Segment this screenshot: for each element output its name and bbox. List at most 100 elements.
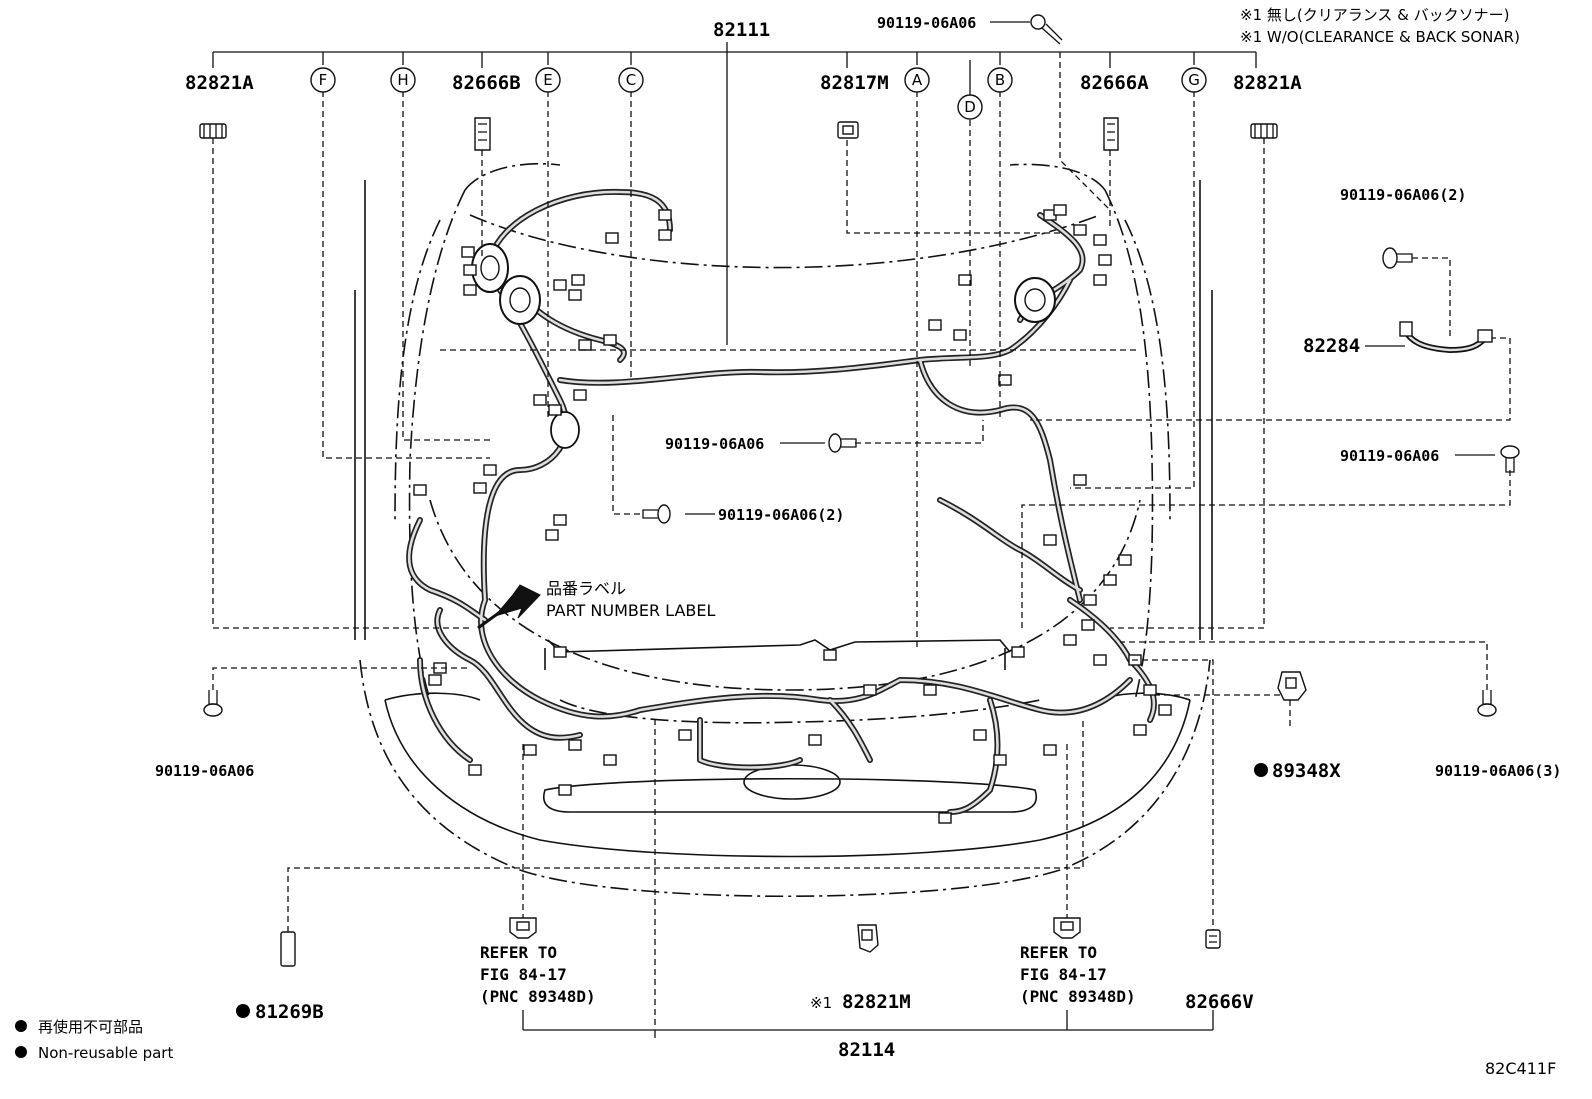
harness-connector-icon bbox=[548, 404, 562, 416]
svg-text:FIG 84-17: FIG 84-17 bbox=[1020, 965, 1107, 984]
callout-e: E bbox=[535, 67, 561, 93]
svg-text:F: F bbox=[319, 71, 328, 89]
harness-connector-icon bbox=[603, 334, 617, 346]
note-en: ※1 W/O(CLEARANCE & BACK SONAR) bbox=[1240, 28, 1520, 46]
svg-text:82821M: 82821M bbox=[842, 991, 911, 1013]
svg-text:B: B bbox=[995, 71, 1005, 89]
harness-connector-icon bbox=[468, 764, 482, 776]
part-82817m: 82817M bbox=[820, 72, 889, 94]
part-number-label-arrow-icon bbox=[477, 584, 541, 630]
svg-text:G: G bbox=[1188, 71, 1200, 89]
svg-text:C: C bbox=[626, 71, 636, 89]
harness-connector-icon bbox=[413, 484, 427, 496]
harness-connector-icon bbox=[568, 289, 582, 301]
clip-82666b-icon bbox=[474, 117, 491, 151]
harness-connector-icon bbox=[523, 744, 537, 756]
harness-connector-icon bbox=[573, 389, 587, 401]
svg-text:D: D bbox=[964, 98, 976, 116]
part-symbols bbox=[199, 14, 1520, 967]
bolt-left-lower-icon bbox=[203, 690, 223, 717]
harness-connector-icon bbox=[558, 784, 572, 796]
harness-connector-icon bbox=[863, 684, 877, 696]
bolt-left-lower-label: 90119-06A06 bbox=[155, 762, 254, 780]
part-81269b: 81269B bbox=[236, 1001, 324, 1023]
harness-connector-icon bbox=[473, 482, 487, 494]
harness-connector-icon bbox=[1098, 254, 1112, 266]
harness-connector-icon bbox=[1063, 634, 1077, 646]
harness-connector-icon bbox=[553, 514, 567, 526]
callout-a: A bbox=[904, 67, 930, 93]
svg-text:REFER TO: REFER TO bbox=[1020, 943, 1097, 962]
svg-text:(PNC 89348D): (PNC 89348D) bbox=[1020, 987, 1136, 1006]
part-number-label-jp: 品番ラベル bbox=[546, 579, 626, 598]
bolt-right-lower-label: 90119-06A06(3) bbox=[1435, 762, 1561, 780]
harness-connector-icon bbox=[533, 394, 547, 406]
harness-connector-icon bbox=[571, 274, 585, 286]
clip-82666a-icon bbox=[1103, 117, 1119, 151]
harness-connector-icon bbox=[923, 684, 937, 696]
svg-text:再使用不可部品: 再使用不可部品 bbox=[38, 1018, 143, 1036]
svg-text:89348X: 89348X bbox=[1272, 760, 1341, 782]
clip-82817m-icon bbox=[837, 121, 859, 139]
svg-text:A: A bbox=[912, 71, 923, 89]
harness-connector-icon bbox=[823, 649, 837, 661]
wire-harness bbox=[406, 188, 1172, 824]
harness-connector-icon bbox=[1118, 554, 1132, 566]
callout-h: H bbox=[390, 67, 416, 93]
clip-82666v-icon bbox=[1205, 929, 1221, 949]
harness-connector-icon bbox=[1011, 646, 1025, 658]
harness-connector-icon bbox=[958, 274, 972, 286]
callout-d: D bbox=[957, 94, 983, 120]
harness-connector-icon bbox=[678, 729, 692, 741]
part-82666a: 82666A bbox=[1080, 72, 1149, 94]
callout-c: C bbox=[618, 67, 644, 93]
harness-connector-icon bbox=[553, 646, 567, 658]
svg-text:REFER TO: REFER TO bbox=[480, 943, 557, 962]
bolt-center-mid-icon bbox=[828, 433, 857, 453]
harness-connector-icon bbox=[1093, 234, 1107, 246]
harness-connector-icon bbox=[461, 246, 475, 258]
part-82111: 82111 bbox=[713, 19, 770, 41]
harness-connector-icon bbox=[1093, 274, 1107, 286]
harness-connector-icon bbox=[658, 209, 672, 221]
harness-connector-icon bbox=[545, 529, 559, 541]
harness-connector-icon bbox=[568, 739, 582, 751]
bolt-right-upper-label: 90119-06A06(2) bbox=[1340, 186, 1466, 204]
harness-connector-icon bbox=[603, 754, 617, 766]
svg-text:H: H bbox=[397, 71, 408, 89]
bolt-82284-icon bbox=[1382, 247, 1413, 269]
harness-connector-icon bbox=[658, 229, 672, 241]
bolt-center-mid-label: 90119-06A06 bbox=[665, 435, 764, 453]
harness-connector-icon bbox=[1073, 224, 1087, 236]
part-89348x: 89348X bbox=[1254, 760, 1341, 782]
harness-connector-icon bbox=[578, 339, 592, 351]
figure-code: 82C411F bbox=[1485, 1059, 1556, 1078]
refer-right-note: REFER TO FIG 84-17 (PNC 89348D) bbox=[1020, 943, 1136, 1006]
clip-refer-left-icon bbox=[509, 917, 537, 939]
harness-connector-icon bbox=[808, 734, 822, 746]
svg-text:81269B: 81269B bbox=[255, 1001, 324, 1023]
bolt-center-lower-label: 90119-06A06(2) bbox=[718, 506, 844, 524]
svg-text:(PNC 89348D): (PNC 89348D) bbox=[480, 987, 596, 1006]
svg-text:Non-reusable part: Non-reusable part bbox=[38, 1044, 173, 1062]
harness-connector-icon bbox=[1133, 724, 1147, 736]
callout-f: F bbox=[310, 67, 336, 93]
svg-text:※1: ※1 bbox=[810, 994, 832, 1012]
harness-connector-icon bbox=[928, 319, 942, 331]
harness-connector-icon bbox=[938, 812, 952, 824]
bolt-right-lower-icon bbox=[1477, 690, 1497, 717]
harness-connector-icon bbox=[1143, 684, 1157, 696]
harness-connector-icon bbox=[463, 284, 477, 296]
bolt-top-icon bbox=[1030, 14, 1063, 45]
part-82114: 82114 bbox=[838, 1039, 895, 1061]
clip-82821a-left-icon bbox=[199, 123, 227, 139]
clip-82821a-right-icon bbox=[1250, 123, 1278, 139]
part-82821a-right: 82821A bbox=[1233, 72, 1302, 94]
legend: 再使用不可部品 Non-reusable part bbox=[15, 1018, 173, 1062]
part-number-label-en: PART NUMBER LABEL bbox=[546, 601, 715, 620]
sensor-89348x-icon bbox=[1277, 671, 1307, 701]
harness-connector-icon bbox=[1103, 574, 1117, 586]
bolt-right-mid-label: 90119-06A06 bbox=[1340, 447, 1439, 465]
harness-connector-icon bbox=[1081, 619, 1095, 631]
